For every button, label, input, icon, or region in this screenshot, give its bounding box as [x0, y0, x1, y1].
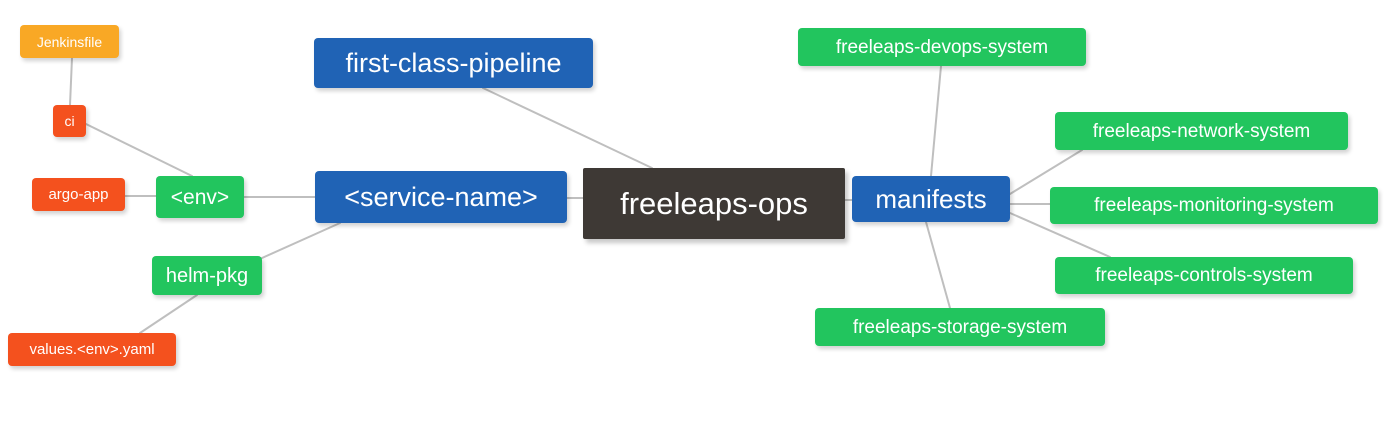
mindmap-node-freeleaps-controls-system[interactable]: freeleaps-controls-system: [1055, 257, 1353, 294]
mindmap-node-ci[interactable]: ci: [53, 105, 86, 137]
mindmap-node-freeleaps-devops-system[interactable]: freeleaps-devops-system: [798, 28, 1086, 66]
mindmap-node-env[interactable]: <env>: [156, 176, 244, 218]
mindmap-node-label: first-class-pipeline: [345, 47, 562, 78]
mindmap-node-label: Jenkinsfile: [36, 33, 103, 50]
mindmap-node-label: helm-pkg: [165, 264, 249, 287]
mindmap-node-service-name[interactable]: <service-name>: [315, 171, 567, 223]
mindmap-node-freeleaps-network-system[interactable]: freeleaps-network-system: [1055, 112, 1348, 150]
mindmap-node-label: freeleaps-devops-system: [835, 36, 1049, 58]
mindmap-node-manifests[interactable]: manifests: [852, 176, 1010, 222]
mindmap-node-argo-app[interactable]: argo-app: [32, 178, 125, 211]
mindmap-node-jenkinsfile[interactable]: Jenkinsfile: [20, 25, 119, 58]
mindmap-node-label: freeleaps-ops: [620, 186, 808, 221]
mindmap-node-first-class-pipeline[interactable]: first-class-pipeline: [314, 38, 593, 88]
mindmap-node-label: freeleaps-controls-system: [1095, 265, 1313, 286]
mindmap-node-helm-pkg[interactable]: helm-pkg: [152, 256, 262, 295]
mindmap-node-label: <env>: [170, 185, 230, 209]
mindmap-node-label: freeleaps-monitoring-system: [1094, 195, 1334, 216]
mindmap-node-freeleaps-monitoring-system[interactable]: freeleaps-monitoring-system: [1050, 187, 1378, 224]
mindmap-node-label: freeleaps-network-system: [1092, 120, 1311, 142]
edge-pipeline-ops: [482, 87, 653, 169]
mindmap-node-label: ci: [64, 113, 75, 129]
edge-manifests-devops: [930, 65, 942, 177]
edge-servicename-helmpkg: [261, 222, 341, 259]
edge-jenkinsfile-ci: [69, 57, 73, 106]
edge-ci-env: [85, 123, 193, 177]
mindmap-node-label: freeleaps-storage-system: [852, 316, 1068, 338]
edge-manifests-storage: [925, 221, 951, 309]
mindmap-node-freeleaps-storage-system[interactable]: freeleaps-storage-system: [815, 308, 1105, 346]
mindmap-node-values-yaml[interactable]: values.<env>.yaml: [8, 333, 176, 366]
mindmap-node-label: values.<env>.yaml: [29, 341, 155, 358]
mindmap-node-freeleaps-ops[interactable]: freeleaps-ops: [583, 168, 845, 239]
mindmap-node-label: <service-name>: [344, 181, 538, 212]
mindmap-node-label: argo-app: [48, 186, 109, 203]
edge-helmpkg-values: [139, 294, 198, 334]
mindmap-node-label: manifests: [875, 184, 987, 214]
